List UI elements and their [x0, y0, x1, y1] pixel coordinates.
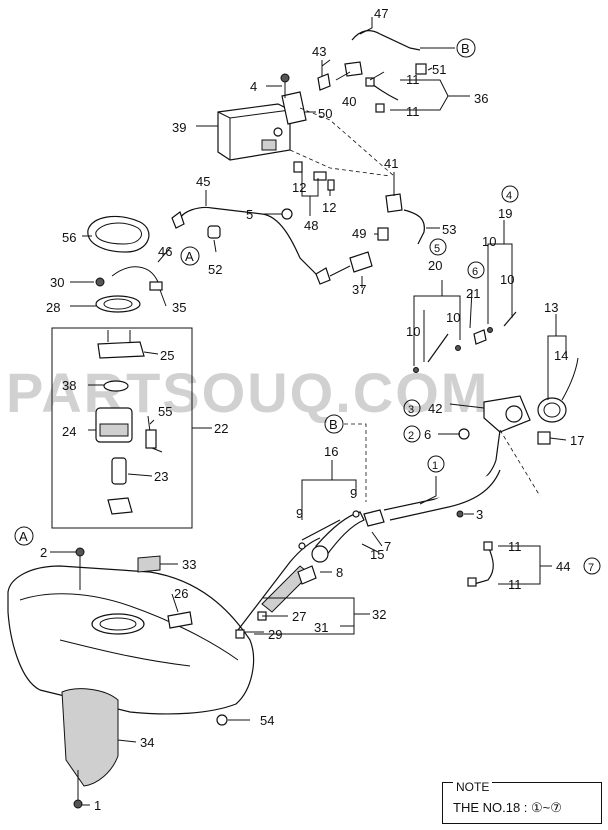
part-9-a: 9 [350, 486, 357, 501]
part-23: 23 [154, 469, 168, 484]
part-24: 24 [62, 424, 76, 439]
note-title: NOTE [453, 780, 493, 794]
part-40: 40 [342, 94, 356, 109]
part-numbers: 47 43 51 4 11 40 36 11 50 39 41 45 12 4 … [40, 6, 584, 813]
part-32: 32 [372, 607, 386, 622]
part-1: 1 [94, 798, 101, 813]
part-4: 4 [250, 79, 257, 94]
part-38: 38 [62, 378, 76, 393]
part-6: 6 [424, 427, 431, 442]
vapor-pipe-45 [171, 206, 373, 285]
part-36: 36 [474, 91, 488, 106]
part-51: 51 [432, 62, 446, 77]
part-53: 53 [442, 222, 456, 237]
part-16: 16 [324, 444, 338, 459]
ref-circle-5: 5 [434, 243, 440, 255]
part-43: 43 [312, 44, 326, 59]
part-8: 8 [336, 565, 343, 580]
part-44: 44 [556, 559, 570, 574]
part-7: 7 [384, 539, 391, 554]
ref-b-top: B [461, 41, 470, 56]
part-48: 48 [304, 218, 318, 233]
part-35: 35 [172, 300, 186, 315]
part-50: 50 [318, 106, 332, 121]
part-10-c: 10 [446, 310, 460, 325]
part-10-b: 10 [500, 272, 514, 287]
part-11-c: 11 [508, 539, 522, 554]
part-17: 17 [570, 433, 584, 448]
part-11-b: 11 [406, 104, 420, 119]
note-text: THE NO.18 : ①~⑦ [453, 800, 562, 815]
leader-lines [50, 17, 567, 806]
small-hoses-right [413, 310, 517, 373]
part-5: 5 [246, 207, 253, 222]
ref-b-neck: B [329, 417, 338, 432]
part-47: 47 [374, 6, 388, 21]
part-2: 2 [40, 545, 47, 560]
part-27: 27 [292, 609, 306, 624]
ref-a-pipe: A [185, 249, 194, 264]
part-54: 54 [260, 713, 274, 728]
part-12-b: 12 [322, 200, 336, 215]
part-15: 15 [370, 547, 384, 562]
note-box: NOTE THE NO.18 : ①~⑦ [442, 780, 602, 824]
part-41: 41 [384, 156, 398, 171]
part-11-d: 11 [508, 577, 522, 592]
part-34: 34 [140, 735, 154, 750]
part-39: 39 [172, 120, 186, 135]
part-26: 26 [174, 586, 188, 601]
part-25: 25 [160, 348, 174, 363]
part-9-b: 9 [296, 506, 303, 521]
part-13: 13 [544, 300, 558, 315]
part-11-a: 11 [406, 72, 420, 87]
fuel-tank [7, 547, 255, 809]
part-20: 20 [428, 258, 442, 273]
part-12-a: 12 [292, 180, 306, 195]
ref-a-tank: A [19, 529, 28, 544]
ref-circle-6: 6 [472, 266, 478, 278]
part-30: 30 [50, 275, 64, 290]
canister-assembly [217, 30, 455, 245]
part-33: 33 [182, 557, 196, 572]
part-19: 19 [498, 206, 512, 221]
part-49: 49 [352, 226, 366, 241]
part-10-d: 10 [406, 324, 420, 339]
part-21: 21 [466, 286, 480, 301]
part-28: 28 [46, 300, 60, 315]
watermark: PARTSOUQ.COM [6, 361, 489, 424]
part-3: 3 [476, 507, 483, 522]
ref-circle-4: 4 [506, 190, 512, 202]
ref-circle-7: 7 [588, 562, 594, 574]
part-37: 37 [352, 282, 366, 297]
ref-circle-3: 3 [408, 404, 414, 416]
part-29: 29 [268, 627, 282, 642]
part-45: 45 [196, 174, 210, 189]
ref-circle-1: 1 [432, 460, 438, 472]
part-55: 55 [158, 404, 172, 419]
ref-circle-2: 2 [408, 430, 414, 442]
part-22: 22 [214, 421, 228, 436]
part-14: 14 [554, 348, 568, 363]
part-56: 56 [62, 230, 76, 245]
filler-neck [235, 357, 579, 639]
part-42: 42 [428, 401, 442, 416]
part-52: 52 [208, 262, 222, 277]
part-10-a: 10 [482, 234, 496, 249]
part-46: 46 [158, 244, 172, 259]
reference-markers: B A A B 1 2 3 4 5 6 7 [14, 38, 601, 575]
pump-module [51, 215, 193, 529]
part-31: 31 [314, 620, 328, 635]
